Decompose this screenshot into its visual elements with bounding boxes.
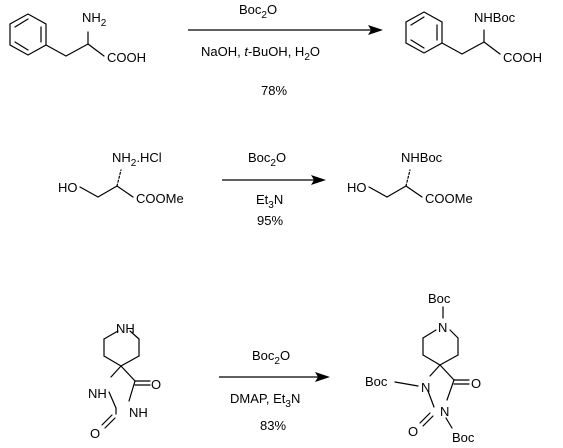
arrow-head (315, 372, 330, 382)
bond (104, 417, 116, 429)
bond (120, 365, 136, 382)
reaction-1: NH2 COOH Boc2O NaOH, t-BuOH, H2O 78% NHB… (9, 2, 542, 98)
conditions-label: NaOH, t-BuOH, H2O (201, 44, 320, 63)
reagent-label: Boc2O (248, 150, 286, 169)
bond (483, 41, 501, 55)
aromatic-bond (14, 18, 29, 28)
yield-label: 78% (261, 83, 287, 98)
ring-n-label: N (438, 320, 447, 335)
acid-label: COOH (107, 50, 146, 65)
hydroxyl-label: HO (347, 180, 367, 195)
conditions-3: Boc2O DMAP, Et3N 83% (219, 348, 330, 433)
oxo-label: O (90, 426, 100, 441)
reactant-2-serine-methyl-ester: HO NH2.HCl COOMe (58, 150, 184, 206)
ring-nh-label: NH (116, 321, 135, 336)
reaction-3: NH NH NH O O Boc2O DMAP, Et3N (88, 291, 481, 445)
yield-label: 83% (260, 418, 286, 433)
bond (422, 329, 437, 339)
bond (129, 330, 140, 340)
boc-label: Boc (452, 430, 475, 445)
stereo-bond (405, 169, 411, 187)
arrow-head (368, 25, 383, 35)
product-2-boc-serine-methyl-ester: HO NHBoc COOMe (347, 150, 473, 206)
boc-label: Boc (365, 374, 388, 389)
bond (422, 415, 434, 427)
bond (103, 355, 122, 367)
bond (429, 364, 441, 377)
bond (108, 391, 117, 409)
yield-label: 95% (257, 213, 283, 228)
ester-label: COOMe (425, 191, 473, 206)
stereo-bond (116, 169, 122, 187)
amine-label: NH2 (82, 10, 107, 29)
hydroxyl-label: HO (58, 180, 78, 195)
reactant-3-spirohydantoin: NH NH NH O O (88, 321, 161, 441)
bond (101, 414, 113, 426)
bond (103, 330, 119, 340)
ester-label: COOMe (136, 191, 184, 206)
nhboc-label: NHBoc (474, 10, 516, 25)
product-3-tri-boc-spirohydantoin: Boc N N Boc N Boc O O (365, 291, 481, 445)
conditions-1: Boc2O NaOH, t-BuOH, H2O 78% (188, 2, 383, 98)
bond (427, 390, 435, 408)
conditions-label: DMAP, Et3N (230, 391, 300, 410)
phenyl-ring (405, 11, 443, 54)
bond (120, 355, 140, 367)
bond (439, 354, 459, 366)
bond (97, 185, 118, 198)
bond (79, 186, 99, 198)
bond (445, 417, 453, 429)
aromatic-bond (14, 41, 29, 51)
aromatic-bond (410, 39, 425, 49)
oxo-label: O (471, 376, 481, 391)
bond (128, 380, 136, 402)
bond (87, 43, 105, 57)
bond (65, 43, 89, 57)
bond (422, 354, 441, 366)
arrow-head (311, 175, 326, 185)
bond (419, 412, 431, 424)
reagent-label: Boc2O (239, 2, 277, 21)
bond (116, 185, 134, 198)
bond (439, 364, 455, 381)
product-1-boc-phenylalanine: NHBoc COOH (405, 10, 542, 65)
conditions-2: Boc2O Et3N 95% (222, 150, 326, 228)
conditions-label: Et3N (256, 192, 283, 211)
nh-label: NH (88, 386, 107, 401)
nhboc-label: NHBoc (401, 150, 443, 165)
bond (386, 185, 407, 198)
bond (449, 329, 459, 339)
amine-salt-label: NH2.HCl (112, 150, 162, 169)
bond (446, 379, 455, 401)
bond (394, 381, 419, 387)
reagent-label: Boc2O (252, 348, 290, 367)
phenyl-ring (9, 13, 47, 56)
acid-label: COOH (503, 50, 542, 65)
bond (368, 186, 388, 198)
reaction-2: HO NH2.HCl COOMe Boc2O Et3N 95% HO NHBoc… (58, 150, 473, 228)
boc-label: Boc (428, 291, 451, 306)
nh-label: NH (129, 405, 148, 420)
n-label: N (440, 404, 449, 419)
oxo-label: O (151, 377, 161, 392)
bond (405, 185, 423, 198)
oxo-label: O (408, 424, 418, 439)
reactant-1-phenylalanine: NH2 COOH (9, 10, 146, 65)
bond (441, 42, 463, 55)
aromatic-bond (410, 16, 425, 26)
n-label: N (421, 380, 430, 395)
bond (110, 365, 122, 378)
bond (45, 44, 67, 57)
bond (461, 41, 485, 55)
